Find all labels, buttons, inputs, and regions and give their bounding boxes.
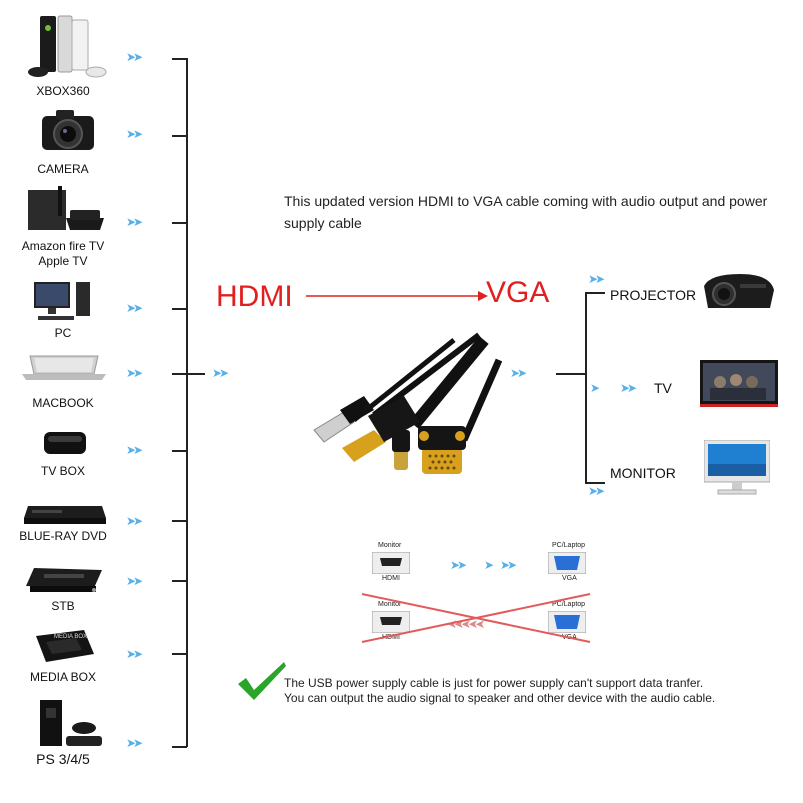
monitor-icon — [703, 439, 771, 505]
hdmi-port-icon — [372, 552, 410, 574]
device-label: Amazon fire TV Apple TV — [8, 239, 118, 269]
arrow-icon: ➤➤ — [126, 443, 143, 457]
device-label: XBOX360 — [36, 84, 90, 98]
camera-icon — [38, 106, 98, 161]
arrow-icon: ➤➤ — [126, 50, 143, 64]
device-label: MEDIA BOX — [29, 670, 97, 684]
direction-arrow-icon — [306, 291, 488, 301]
diagram-label: PC/Laptop — [552, 542, 586, 549]
arrow-icon: ➤➤ — [588, 484, 605, 498]
vga-port-icon — [548, 611, 586, 633]
playstation-icon — [36, 698, 106, 755]
arrow-icon: ➤➤ — [450, 558, 467, 572]
cable-product-image — [294, 330, 504, 495]
arrow-icon: ➤➤ — [620, 381, 637, 395]
bluray-player-icon — [22, 502, 106, 531]
note-line: The USB power supply cable is just for p… — [284, 676, 704, 690]
output-label: PROJECTOR — [610, 287, 697, 303]
desktop-pc-icon — [32, 280, 96, 329]
device-label: STB — [51, 599, 75, 613]
arrow-icon: ➤➤ — [500, 558, 517, 572]
arrow-icon: ➤➤ — [126, 366, 143, 380]
product-description: This updated version HDMI to VGA cable c… — [284, 193, 768, 231]
xbox360-icon — [24, 14, 114, 83]
vga-port-icon — [548, 552, 586, 574]
arrow-icon: ➤ — [590, 381, 600, 395]
hdmi-port-icon — [372, 611, 410, 633]
device-label: BLUE-RAY DVD — [19, 529, 107, 543]
arrow-icon: ➤➤ — [126, 574, 143, 588]
diagram-label: HDMI — [382, 575, 400, 582]
arrow-icon: ➤➤ — [126, 514, 143, 528]
arrow-icon: ➤ — [484, 558, 494, 572]
arrow-icon: ➤➤ — [126, 301, 143, 315]
device-label-line: Apple TV — [38, 254, 88, 268]
arrow-icon: ➤➤ — [212, 366, 229, 380]
laptop-icon — [22, 354, 106, 389]
diagram-label: Monitor — [378, 601, 402, 608]
diagram-label: Monitor — [378, 542, 402, 549]
arrow-icon: ➤➤ — [510, 366, 527, 380]
device-label-line: Amazon fire TV — [21, 239, 105, 253]
hdmi-label: HDMI — [216, 280, 293, 313]
set-top-box-icon — [24, 566, 104, 601]
diagram-label: PC/Laptop — [552, 601, 586, 608]
cross-out-icon — [361, 593, 591, 643]
media-box-icon: MEDIA BOX — [32, 628, 98, 669]
diagram-label: HDMI — [382, 634, 400, 641]
arrow-icon: ➤➤ — [588, 272, 605, 286]
arrow-icon: ➤➤ — [126, 647, 143, 661]
tv-icon — [700, 360, 778, 415]
output-label: TV — [654, 380, 672, 396]
arrow-icon: ➤➤ — [126, 736, 143, 750]
projector-icon — [700, 268, 776, 319]
note-line: You can output the audio signal to speak… — [284, 691, 716, 705]
tv-box-icon — [40, 428, 90, 463]
svg-text:MEDIA BOX: MEDIA BOX — [54, 634, 87, 640]
device-label: CAMERA — [37, 162, 89, 176]
usb-power-note: The USB power supply cable is just for p… — [284, 676, 784, 706]
arrow-icon: ➤➤ — [126, 127, 143, 141]
device-label: TV BOX — [40, 464, 85, 478]
device-label: MACBOOK — [32, 396, 94, 410]
arrow-icon: ➤➤ — [126, 215, 143, 229]
device-label: PC — [54, 326, 72, 340]
vga-label: VGA — [486, 276, 550, 309]
streaming-box-icon — [26, 186, 106, 239]
output-label: MONITOR — [610, 465, 676, 481]
checkmark-icon — [238, 662, 286, 700]
device-label: PS 3/4/5 — [36, 751, 90, 767]
diagram-label: VGA — [562, 575, 577, 582]
